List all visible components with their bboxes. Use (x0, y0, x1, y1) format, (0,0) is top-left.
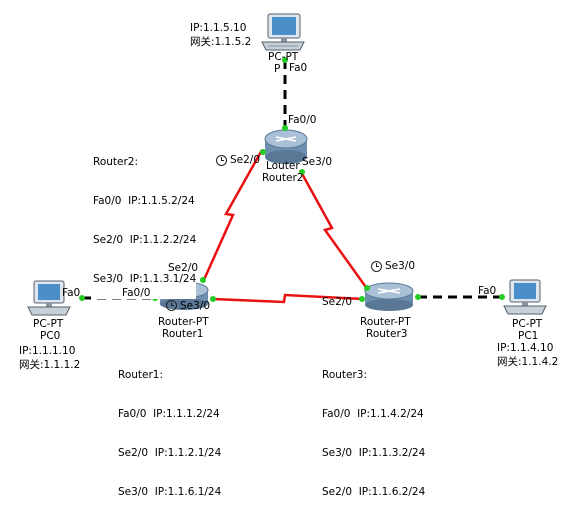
status-dot (282, 125, 288, 131)
pc1-ip: IP:1.1.4.10 (497, 342, 554, 354)
router3-name: Router3 (366, 328, 408, 340)
pc-top-ip: IP:1.1.5.10 (190, 22, 247, 34)
info-line: Fa0/0 IP:1.1.5.2/24 (93, 195, 195, 207)
clock-icon (371, 261, 382, 272)
pc1-type: PC-PT (512, 318, 543, 330)
info-line: Se3/0 IP:1.1.3.1/24 (93, 273, 197, 285)
link-status-dots (79, 57, 505, 302)
pc0-type: PC-PT (33, 318, 64, 330)
port-label: Se3/0 (180, 300, 211, 312)
pc0-name: PC0 (40, 330, 61, 342)
clock-icon (216, 155, 227, 166)
pc-top-name: P (274, 63, 281, 75)
port-label: Fa0/0 (288, 114, 317, 126)
link-router2-router3[interactable] (298, 169, 370, 291)
info-line: Se3/0 IP:1.1.3.2/24 (322, 447, 426, 459)
info-line: Fa0/0 IP:1.1.4.2/24 (322, 408, 424, 420)
status-dot (299, 169, 305, 175)
pc0-gateway: 网关:1.1.1.2 (19, 359, 81, 371)
port-label: Fa0/0 (122, 287, 151, 299)
status-dot (359, 296, 365, 302)
info-line: Se2/0 IP:1.1.2.2/24 (93, 234, 197, 246)
topology-canvas[interactable] (0, 0, 580, 412)
port-label: Se2/0 (322, 296, 353, 308)
pc-top-type: PC-PT (268, 51, 299, 63)
port-label: Se3/0 (385, 260, 416, 272)
status-dot (200, 277, 206, 283)
link-router1-router2[interactable] (201, 149, 264, 283)
router3-info-box: Router3: Fa0/0 IP:1.1.4.2/24 Se3/0 IP:1.… (322, 343, 425, 512)
router1-type: Router-PT (158, 316, 209, 328)
pc-top-device[interactable] (261, 13, 305, 51)
port-label: Se2/0 (230, 154, 261, 166)
info-line: Router1: (118, 369, 164, 381)
status-dot (79, 295, 85, 301)
router1-name: Router1 (162, 328, 204, 340)
status-dot (415, 294, 421, 300)
router1-info-box: Router1: Fa0/0 IP:1.1.1.2/24 Se2/0 IP:1.… (118, 343, 221, 512)
info-line: Se2/0 IP:1.1.2.1/24 (118, 447, 222, 459)
pc-top-gateway: 网关:1.1.5.2 (190, 36, 252, 48)
pc1-device[interactable] (503, 279, 547, 315)
router2-info-box: Router2: Fa0/0 IP:1.1.5.2/24 Se2/0 IP:1.… (93, 130, 197, 299)
pc0-ip: IP:1.1.1.10 (19, 345, 76, 357)
status-dot (282, 57, 288, 63)
port-label: Se2/0 (168, 262, 199, 274)
link-router1-router3[interactable] (212, 293, 364, 304)
status-dot (364, 285, 370, 291)
router3-device[interactable] (364, 282, 414, 311)
router2-name: Router2 (262, 172, 304, 184)
status-dot (210, 296, 216, 302)
status-dot (260, 149, 266, 155)
router2-device[interactable] (264, 129, 308, 164)
router3-type: Router-PT (360, 316, 411, 328)
pc1-gateway: 网关:1.1.4.2 (497, 356, 559, 368)
port-label: Fa0 (62, 287, 81, 299)
port-label: Fa0 (289, 62, 308, 74)
port-label: Fa0 (478, 285, 497, 297)
status-dot (499, 294, 505, 300)
pc0-device[interactable] (27, 280, 71, 316)
info-line: Se2/0 IP:1.1.6.2/24 (322, 486, 426, 498)
info-line: Se3/0 IP:1.1.6.1/24 (118, 486, 222, 498)
info-line: Fa0/0 IP:1.1.1.2/24 (118, 408, 220, 420)
port-label: Se3/0 (302, 156, 333, 168)
info-line: Router3: (322, 369, 368, 381)
pc1-name: PC1 (518, 330, 539, 342)
info-line: Router2: (93, 156, 139, 168)
router2-type: Louter (266, 160, 300, 172)
clock-icon (166, 300, 177, 311)
